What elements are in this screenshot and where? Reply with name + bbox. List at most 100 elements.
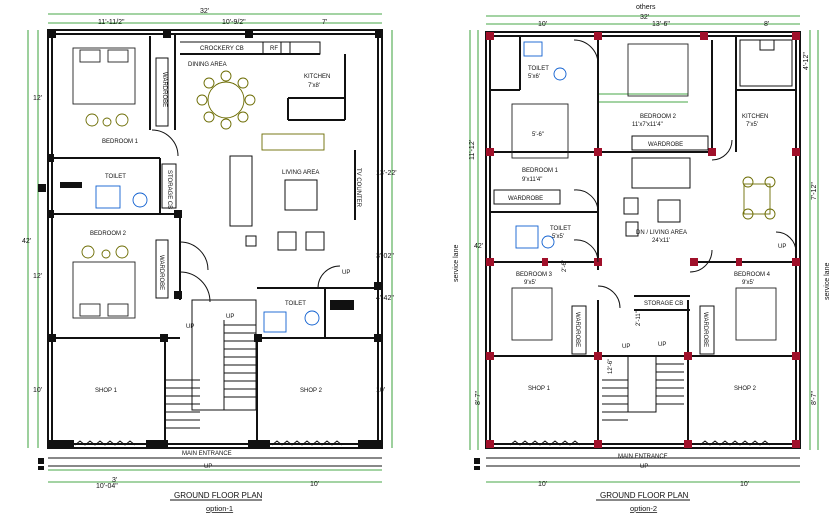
plan1-outer-wall [47,29,383,449]
plan1-subtitle: option-1 [206,504,233,513]
plan1-dim-left-a: 12' [33,95,42,102]
plan2-wardrobe-c: WARDROBE [574,312,580,347]
plan1-bedroom2-label: BEDROOM 2 [90,231,127,237]
plan1-entrance-label: MAIN ENTRANCE [182,451,232,457]
plan-option-1: 32' 11'-11/2" 10'-9/2" 7' 42' 12' 12' 10… [22,8,397,513]
plan1-dim-top: 32' [200,8,209,15]
plan2-bedroom3-label: BEDROOM 3 [516,272,553,278]
plan2-wardrobe-a: WARDROBE [648,142,683,148]
plan2-dimension-lines [469,15,819,483]
plan2-service-lane-right: service lane [824,263,831,300]
plan1-storage-label: STORAGE CB [166,170,172,209]
plan2-door-stair [597,285,621,309]
plan2-interior-walls [490,36,796,444]
plan2-bedroom1-dim: 9'x11'4" [522,177,542,183]
plan2-stair-dim-a: 2'-6" [562,260,568,272]
plan1-kitchen-dim: 7'x8' [308,83,320,89]
plan2-up-road: UP [640,464,648,470]
plan2-toilet-top-label: TOILET [528,66,549,72]
plan2-dim-bottom-a: 10' [538,481,547,488]
plan2-door-toilet [573,239,599,263]
plan1-interior-walls [52,34,378,444]
plan2-wardrobe-b: WARDROBE [508,196,543,202]
plan1-dim-left-c: 10' [33,387,42,394]
plan2-toilet-mid-label: TOILET [550,226,571,232]
plan1-kitchen-label: KITCHEN [304,74,330,80]
plan2-dim-top: 32' [640,14,649,21]
plan1-toilet2-label: TOILET [285,301,306,307]
plan2-dim-right-b: 8'-7" [811,391,818,405]
plan2-bedroom2-dim: 11'x7'x11'4" [632,122,663,128]
plan2-shop1-label: SHOP 1 [528,386,551,392]
plan2-dim-right-a: 7'-12" [811,182,818,200]
plan2-shutter-left [509,440,581,446]
plan2-inner-wall [489,35,797,445]
plan1-up-road: UP [204,464,212,470]
plan2-dim-top-a: 10' [538,21,547,28]
plan2-dim-left-c: 8'-7" [475,391,482,405]
plan1-staircase [166,299,257,429]
plan1-dim-top-a: 11'-11/2" [98,19,125,26]
plan1-wardrobe2-label: WARDROBE [158,255,164,290]
plan2-columns [486,32,800,448]
plan2-bedroom4-label: BEDROOM 4 [734,272,771,278]
plan2-wardrobe-d: WARDROBE [702,312,708,347]
plan2-bedroom1-label: BEDROOM 1 [522,168,559,174]
plan1-dim-right-a: 13'-22' [376,170,397,177]
plan2-stair-dim-b: 2'-11" [636,311,642,326]
plan1-dim-left-b: 12' [33,273,42,280]
plan2-bedroom2-label: BEDROOM 2 [640,114,677,120]
plan2-bedroom4-dim: 9'x5' [742,280,754,286]
plan1-columns [38,30,383,448]
plan1-shop2-label: SHOP 2 [300,388,323,394]
plan2-service-lane-left: service lane [453,245,460,282]
plan2-kitchen-dim: 7'x5' [746,122,758,128]
plan2-shutter-right [699,440,771,446]
plan1-shutter-right [271,440,343,446]
plan1-dim-right-c: 4'-42" [376,295,394,302]
plan2-storage-label: STORAGE CB [644,301,683,307]
plan2-up-stair: UP [622,344,630,350]
plan1-door-bed2 [179,241,209,271]
plan2-dn-living-dim: 24'x11' [652,238,670,244]
plan2-door-bed4 [689,249,713,273]
plan1-dimension-lines [27,13,393,483]
plan2-toilet-top-dim: 5'x6' [528,74,540,80]
plan-option-2: others 32' 10' 13'-6" 8' 11'-12' 42' 8'-… [453,4,831,513]
plan2-staircase [602,355,684,421]
plan1-dim-top-b: 10'-9/2" [222,19,246,26]
plan1-dim-right-d: 10' [376,387,385,394]
plan1-rf-label: RF [270,46,278,52]
plan2-furniture [493,39,793,355]
plan2-door-kitchen [711,139,733,161]
plan2-others-label: others [636,4,656,11]
plan1-shop1-label: SHOP 1 [95,388,118,394]
plan2-door-bed1 [573,189,599,213]
plan1-wardrobe1-label: WARDROBE [161,72,167,107]
plan2-door-side [775,231,797,253]
plan2-bedroom3-dim: 9'x5' [524,280,536,286]
plan1-living-label: LIVING AREA [282,170,319,176]
plan1-counter-label: TV COUNTER [355,168,361,208]
plan2-toilet-mid-dim: 5'x5' [552,234,564,240]
plan2-dn-living-label: DN / LIVING AREA [636,230,687,236]
plan1-door-bed1 [151,129,179,157]
plan1-dim-left-total: 42' [22,238,31,245]
plan2-door-bed2 [573,39,599,65]
plan1-up-stair: UP [186,324,194,330]
plan2-bed1-inner-dim: 5'-6" [532,132,544,138]
plan1-door-toilet2 [317,265,341,289]
plan2-up-stair-2: UP [658,342,666,348]
plan2-up-side: UP [778,244,786,250]
plan2-entrance-label: MAIN ENTRANCE [618,454,668,460]
plan2-dim-left-total: 42' [474,243,483,250]
plan1-dim-bottom-small: 3' [112,477,117,484]
plan2-stair-dim-c: 12'-6" [608,359,614,374]
plan2-title: GROUND FLOOR PLAN [600,491,689,500]
plan2-dim-top-b: 13'-6" [652,21,670,28]
plan1-bedroom1-label: BEDROOM 1 [102,139,139,145]
plan1-dining-label: DINING AREA [188,62,227,68]
plan1-furniture [72,41,325,333]
plan2-shop2-label: SHOP 2 [734,386,757,392]
